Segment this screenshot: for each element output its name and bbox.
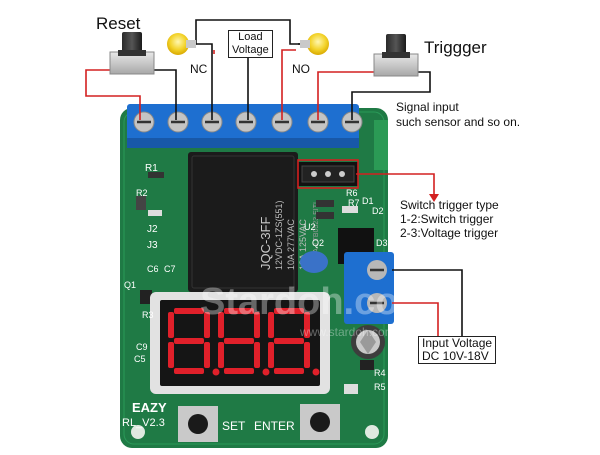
silk-enter: ENTER [254,419,295,433]
silk-d2: D2 [372,206,384,216]
display-segment [274,338,304,344]
load-voltage-line-2: Voltage [232,44,269,56]
display-segment [268,342,274,368]
jumper-highlight [297,159,359,189]
mount-hole [365,425,379,439]
display-segment [268,312,274,338]
display-segment [204,312,210,338]
display-segment [218,312,224,338]
display-segment [168,342,174,368]
switch-type-line-3: 2-3:Voltage trigger [400,226,499,240]
display-segment [204,342,210,368]
nc-label: NC [190,62,208,76]
light-bulb-icon [167,33,196,55]
display-segment [274,308,304,314]
display-segment [254,312,260,338]
seven-segment-display-icon [150,292,330,394]
silk-r3: R3 [142,310,154,320]
silk-q2: Q2 [312,238,324,248]
display-segment [304,312,310,338]
relay-icon: JQC-3FF 12VDC-1ZS(551) 10A 277VAC 12A 12… [188,152,320,292]
silk-u2: U2 [304,222,316,232]
signal-input-line-1: Signal input [396,100,459,114]
silk-c5: C5 [134,354,146,364]
silk-version: RL_V2.3 [122,417,165,429]
reset-label: Reset [96,14,141,33]
silk-r2: R2 [136,188,148,198]
display-segment [168,312,174,338]
signal-input-line-2: such sensor and so on. [396,115,521,129]
side-header [374,120,388,170]
trigger-type-jumper [298,162,358,186]
display-segment [224,308,254,314]
display-decimal-point [312,368,320,376]
silk-j2: J2 [147,224,158,235]
relay-model: JQC-3FF [258,217,273,271]
display-segment [304,342,310,368]
watermark-sub: www.stardoh.com [299,325,395,339]
switch-type-line-1: Switch trigger type [400,198,499,212]
mount-hole [131,425,145,439]
silk-brand: EAZY [132,400,167,415]
display-segment [224,338,254,344]
input-voltage-box: Input Voltage DC 10V-18V [418,336,497,364]
silk-d3: D3 [376,238,388,248]
light-bulb-icon [300,33,329,55]
display-segment [254,342,260,368]
silk-r1: R1 [145,163,158,174]
silk-c7: C7 [164,264,176,274]
relay-origin: CHINA J TB0523 EITI [313,202,320,270]
silk-r5: R5 [374,382,386,392]
load-voltage-line-1: Load [238,31,263,43]
enter-button [300,404,340,440]
silk-q1: Q1 [124,280,136,290]
silk-j3: J3 [147,240,158,251]
power-terminal-block [344,252,394,324]
ceramic-capacitor [300,251,328,273]
silk-r6: R6 [346,188,358,198]
electrolytic-capacitor [351,325,385,359]
display-segment [224,368,254,374]
silk-c6: C6 [147,264,159,274]
display-segment [174,368,204,374]
silk-d1: D1 [362,196,374,206]
silk-r7: R7 [348,198,360,208]
display-segment [218,342,224,368]
set-button [178,406,218,442]
display-decimal-point [212,368,220,376]
input-voltage-line-1: Input Voltage [422,336,493,350]
display-segment [274,368,304,374]
push-button-icon [373,34,419,77]
display-segment [174,338,204,344]
trigger-label: Triggger [424,38,487,57]
silk-set: SET [222,419,246,433]
arrow-head-icon [429,194,439,202]
push-button-icon [109,32,155,75]
display-segment [174,308,204,314]
relay-coil: 12VDC-1ZS(551) [274,200,284,270]
silk-r4: R4 [374,368,386,378]
silkscreen-labels: R1 R2 J2 J3 C6 C7 Q1 R3 C9 C5 EAZY RL_V2… [122,163,388,433]
screw-terminal-icon [133,111,363,133]
silk-c9: C9 [136,342,148,352]
relay-rating-1: 10A 277VAC [286,219,296,270]
relay-rating-2: 12A 125VAC [298,219,308,270]
no-label: NO [292,62,310,76]
input-voltage-line-2: DC 10V-18V [422,349,489,363]
display-decimal-point [262,368,270,376]
switch-type-line-2: 1-2:Switch trigger [400,212,494,226]
wiring [85,19,463,341]
watermark-main: Stardoh.com [200,281,432,323]
load-voltage-box: Load Voltage [228,30,273,58]
